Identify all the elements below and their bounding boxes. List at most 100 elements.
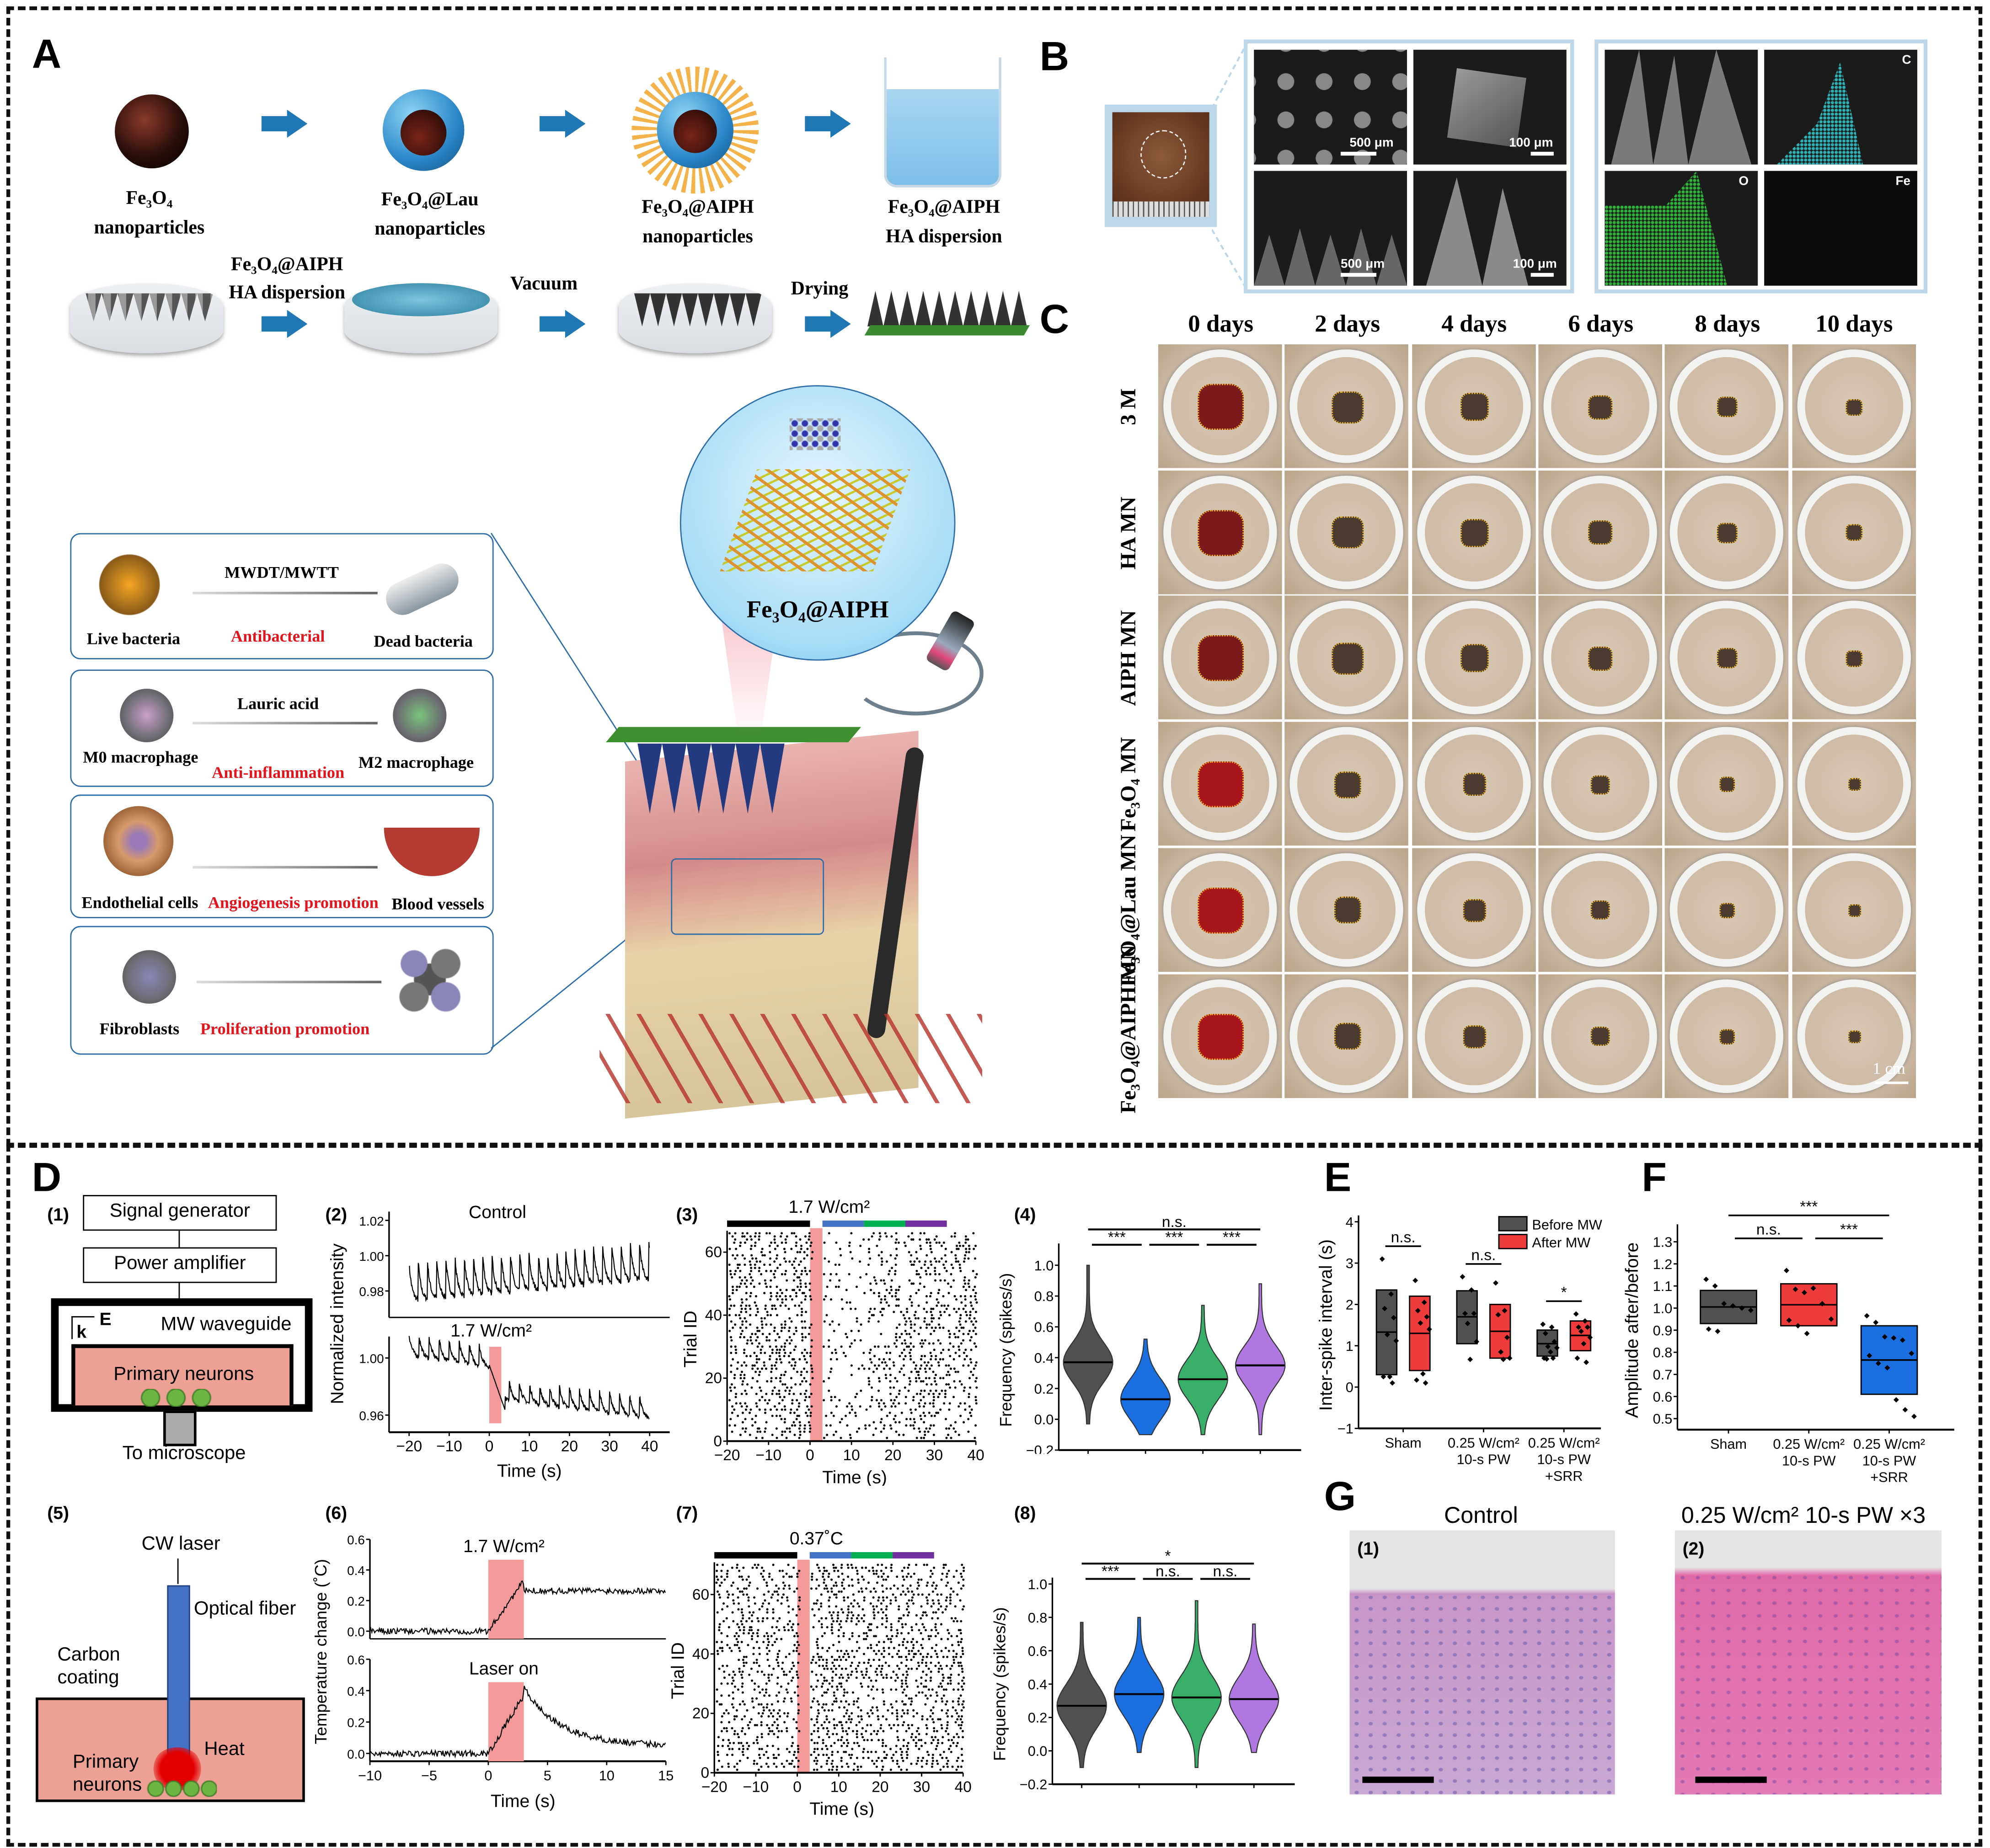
- spike-dot: [954, 1605, 957, 1608]
- spike-dot: [964, 1298, 967, 1301]
- spike-dot: [790, 1408, 792, 1411]
- temperature-trace-laser: [369, 1686, 666, 1759]
- spike-dot: [909, 1575, 912, 1578]
- spike-dot: [872, 1605, 875, 1608]
- spike-dot: [778, 1709, 781, 1712]
- spike-dot: [867, 1685, 870, 1688]
- spike-dot: [727, 1712, 730, 1714]
- spike-dot: [803, 1355, 806, 1357]
- spike-dot: [837, 1569, 840, 1572]
- spike-dot: [737, 1267, 739, 1269]
- spike-dot: [915, 1269, 918, 1272]
- spike-dot: [817, 1709, 819, 1712]
- spike-dot: [848, 1273, 851, 1275]
- spike-dot: [746, 1709, 749, 1712]
- spike-dot: [944, 1254, 947, 1257]
- spike-dot: [937, 1361, 940, 1364]
- spike-dot: [764, 1427, 767, 1430]
- spike-dot: [794, 1345, 797, 1348]
- spike-dot: [910, 1411, 913, 1414]
- spike-dot: [758, 1329, 761, 1332]
- spike-dot: [817, 1712, 820, 1714]
- spike-dot: [890, 1405, 893, 1408]
- spike-dot: [935, 1748, 937, 1751]
- spike-dot: [940, 1314, 942, 1317]
- spike-dot: [777, 1593, 780, 1596]
- spike-dot: [718, 1593, 721, 1596]
- spike-dot: [899, 1336, 901, 1339]
- spike-dot: [835, 1351, 837, 1354]
- spike-dot: [925, 1673, 928, 1676]
- x-tick-label: 23–33 s: [1227, 1796, 1281, 1798]
- spike-dot: [938, 1289, 941, 1291]
- spike-dot: [915, 1694, 918, 1697]
- spike-dot: [934, 1665, 937, 1667]
- spike-dot: [796, 1641, 799, 1644]
- spike-dot: [861, 1736, 864, 1739]
- wound-photo: [1792, 974, 1915, 1098]
- spike-dot: [869, 1665, 872, 1667]
- spike-dot: [938, 1317, 941, 1320]
- spike-dot: [893, 1647, 895, 1650]
- spike-dot: [779, 1396, 781, 1398]
- spike-dot: [961, 1703, 964, 1706]
- spike-dot: [785, 1572, 788, 1575]
- spike-dot: [826, 1759, 829, 1762]
- spike-dot: [920, 1364, 923, 1367]
- spike-dot: [937, 1667, 941, 1670]
- spike-dot: [806, 1405, 809, 1408]
- spike-dot: [905, 1320, 908, 1323]
- wound-photo: [1538, 596, 1662, 720]
- spike-dot: [902, 1590, 904, 1593]
- wound-area: [1331, 516, 1364, 549]
- spike-dot: [894, 1679, 897, 1682]
- spike-dot: [808, 1326, 811, 1329]
- spike-dot: [803, 1430, 806, 1433]
- spike-dot: [741, 1718, 744, 1721]
- temperature-trace-mw: [369, 1580, 666, 1636]
- significance-label: n.s.: [1471, 1247, 1496, 1264]
- spike-dot: [803, 1427, 806, 1430]
- spike-dot: [932, 1396, 935, 1398]
- spike-dot: [924, 1355, 926, 1357]
- spike-dot: [718, 1596, 722, 1599]
- spike-dot: [862, 1677, 865, 1679]
- spike-dot: [808, 1282, 811, 1285]
- significance-label: n.s.: [1756, 1221, 1781, 1238]
- spike-dot: [953, 1333, 956, 1335]
- spike-dot: [937, 1364, 941, 1367]
- spike-dot: [759, 1757, 761, 1759]
- spike-dot: [905, 1677, 908, 1679]
- spike-dot: [758, 1408, 761, 1411]
- spike-dot: [905, 1608, 908, 1611]
- spike-dot: [769, 1355, 771, 1357]
- spike-dot: [733, 1386, 736, 1389]
- spike-dot: [915, 1273, 918, 1275]
- spike-dot: [841, 1581, 844, 1584]
- spike-dot: [945, 1383, 948, 1386]
- spike-dot: [770, 1269, 772, 1272]
- spike-dot: [797, 1264, 800, 1266]
- spike-dot: [842, 1611, 845, 1614]
- spike-dot: [884, 1661, 887, 1664]
- spike-dot: [838, 1677, 841, 1679]
- source-label: Endothelial cells: [81, 893, 198, 912]
- spike-dot: [974, 1333, 977, 1335]
- spike-dot: [749, 1721, 751, 1724]
- spike-dot: [962, 1736, 964, 1739]
- spike-dot: [797, 1644, 800, 1646]
- spike-dot: [905, 1659, 908, 1661]
- spike-dot: [882, 1765, 884, 1768]
- spike-dot: [880, 1333, 883, 1335]
- spike-dot: [919, 1342, 922, 1345]
- spike-dot: [877, 1757, 880, 1759]
- spike-dot: [895, 1709, 898, 1712]
- y-tick-label: 0.0: [347, 1747, 365, 1761]
- spike-dot: [845, 1289, 848, 1291]
- spike-dot: [922, 1342, 925, 1345]
- spike-dot: [940, 1244, 943, 1247]
- spike-dot: [939, 1377, 942, 1380]
- spike-dot: [791, 1424, 793, 1427]
- spike-dot: [771, 1349, 774, 1351]
- spike-dot: [849, 1345, 851, 1348]
